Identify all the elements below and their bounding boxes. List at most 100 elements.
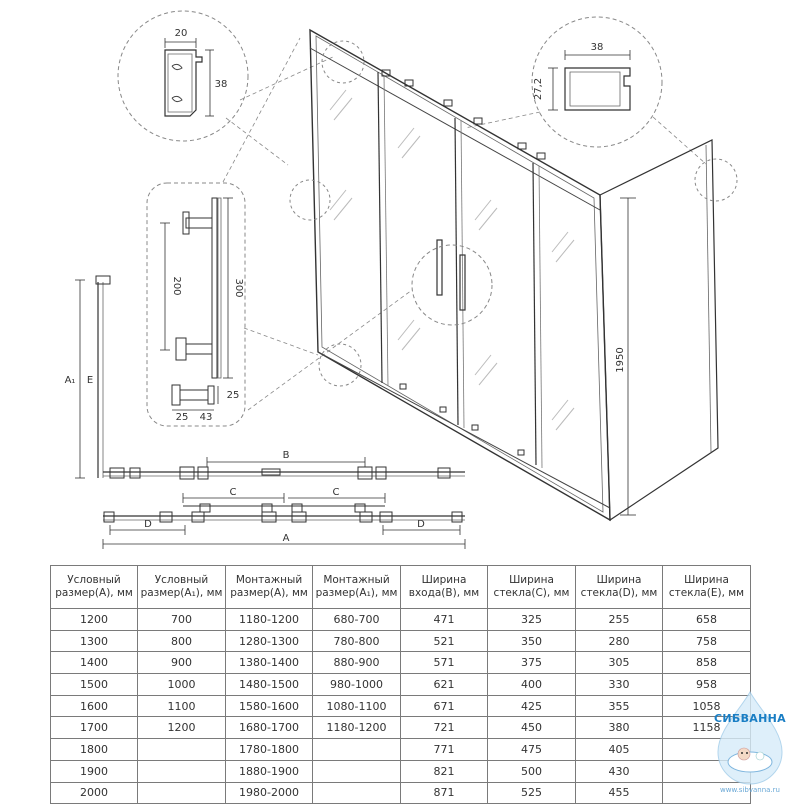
handle-foot-right: 43 xyxy=(200,412,213,423)
table-cell: 900 xyxy=(137,651,226,675)
table-cell: 355 xyxy=(575,694,663,718)
table-cell: 255 xyxy=(575,608,663,631)
table-cell: 500 xyxy=(487,759,576,783)
header-cell: Ширина стекла(С), мм xyxy=(487,565,576,609)
profile-left-height: 38 xyxy=(215,79,228,90)
table-cell: 721 xyxy=(400,716,488,740)
table-cell: 305 xyxy=(575,651,663,675)
handle-outer-dim: 300 xyxy=(233,278,244,297)
table-cell: 400 xyxy=(487,673,576,696)
table-cell: 1200 xyxy=(137,716,226,740)
plan-view: B C C D D A xyxy=(102,450,466,549)
table-cell: 858 xyxy=(662,651,751,675)
table-cell: 2000 xyxy=(50,781,138,804)
table-cell xyxy=(137,759,226,783)
table-cell: 1780-1800 xyxy=(225,738,313,761)
header-cell: Условный размер(А), мм xyxy=(50,565,138,609)
watermark-site: www.sibvanna.ru xyxy=(720,786,780,794)
header-cell: Ширина стекла(D), мм xyxy=(575,565,663,609)
header-cell: Монтажный размер(А₁), мм xyxy=(312,565,401,609)
table-cell: 671 xyxy=(400,694,488,718)
table-header-row: Условный размер(А), мм Условный размер(А… xyxy=(50,565,751,609)
table-cell: 471 xyxy=(400,608,488,631)
table-cell: 375 xyxy=(487,651,576,675)
front-height-dim: 1950 xyxy=(615,347,626,372)
table-cell: 880-900 xyxy=(312,651,401,675)
table-cell: 1100 xyxy=(137,694,226,718)
plan-label-d2: D xyxy=(417,519,425,530)
profile-detail-right: 38 27,2 xyxy=(531,16,663,148)
table-cell: 700 xyxy=(137,608,226,631)
table-cell: 1680-1700 xyxy=(225,716,313,740)
table-cell: 1300 xyxy=(50,629,138,653)
handle-detail: 200 300 25 25 43 xyxy=(146,182,246,427)
table-cell: 821 xyxy=(400,759,488,783)
table-cell: 1180-1200 xyxy=(312,716,401,740)
table-cell: 1000 xyxy=(137,673,226,696)
plan-label-d1: D xyxy=(144,519,152,530)
table-cell: 525 xyxy=(487,781,576,804)
table-cell xyxy=(312,759,401,783)
table-cell: 1200 xyxy=(50,608,138,631)
front-view: 1950 xyxy=(289,28,738,522)
table-cell: 1280-1300 xyxy=(225,629,313,653)
spec-table: Условный размер(А), мм Условный размер(А… xyxy=(50,565,751,804)
profile-left-width: 20 xyxy=(175,28,188,39)
water-drop-icon xyxy=(717,690,783,785)
table-cell: 1700 xyxy=(50,716,138,740)
table-cell: 521 xyxy=(400,629,488,653)
header-cell: Монтажный размер(А), мм xyxy=(225,565,313,609)
side-label-a1: A₁ xyxy=(65,375,76,386)
table-cell: 1500 xyxy=(50,673,138,696)
profile-detail-left: 20 38 xyxy=(117,10,249,142)
watermark-logo: СИБВАННА www.sibvanna.ru xyxy=(700,690,800,800)
table-cell xyxy=(137,738,226,761)
table-cell: 1800 xyxy=(50,738,138,761)
table-cell: 680-700 xyxy=(312,608,401,631)
table-cell: 1900 xyxy=(50,759,138,783)
table-cell: 1080-1100 xyxy=(312,694,401,718)
table-cell: 780-800 xyxy=(312,629,401,653)
header-cell: Ширина входа(В), мм xyxy=(400,565,488,609)
plan-label-b: B xyxy=(283,450,290,461)
table-cell: 771 xyxy=(400,738,488,761)
table-cell: 350 xyxy=(487,629,576,653)
table-cell: 1880-1900 xyxy=(225,759,313,783)
technical-drawing: 20 38 38 27,2 200 300 xyxy=(65,10,738,549)
table-cell xyxy=(137,781,226,804)
table-cell: 455 xyxy=(575,781,663,804)
watermark-text: СИБВАННА xyxy=(714,712,786,725)
table-cell: 330 xyxy=(575,673,663,696)
table-cell: 1058 xyxy=(662,694,751,718)
handle-inner-dim: 200 xyxy=(171,276,182,295)
table-cell: 1600 xyxy=(50,694,138,718)
table-cell: 450 xyxy=(487,716,576,740)
table-cell: 571 xyxy=(400,651,488,675)
table-cell xyxy=(312,781,401,804)
table-cell: 1400 xyxy=(50,651,138,675)
table-cell: 475 xyxy=(487,738,576,761)
table-cell: 430 xyxy=(575,759,663,783)
table-cell: 325 xyxy=(487,608,576,631)
side-view: A₁ E xyxy=(65,275,111,479)
table-cell: 1380-1400 xyxy=(225,651,313,675)
table-cell: 1580-1600 xyxy=(225,694,313,718)
header-cell: Ширина стекла(E), мм xyxy=(662,565,751,609)
table-cell: 1480-1500 xyxy=(225,673,313,696)
plan-label-c1: C xyxy=(230,487,237,498)
table-cell: 658 xyxy=(662,608,751,631)
table-cell: 621 xyxy=(400,673,488,696)
table-cell: 871 xyxy=(400,781,488,804)
table-cell: 800 xyxy=(137,629,226,653)
side-label-e: E xyxy=(87,375,93,386)
table-cell: 425 xyxy=(487,694,576,718)
table-cell: 980-1000 xyxy=(312,673,401,696)
